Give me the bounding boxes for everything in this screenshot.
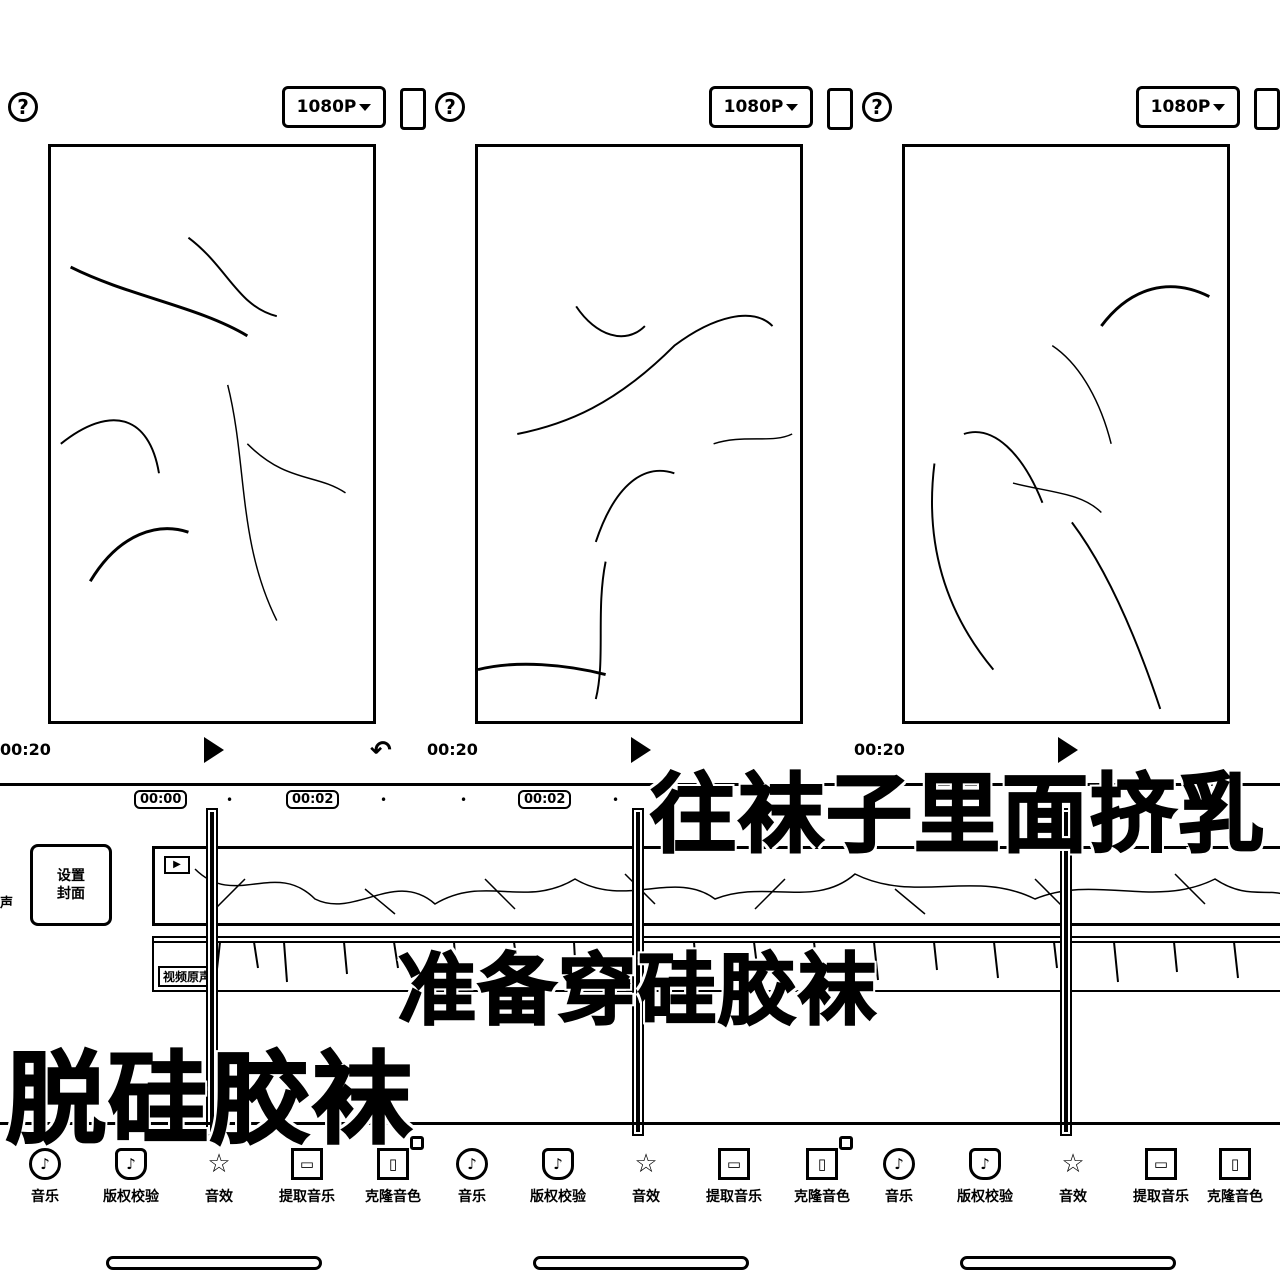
tool-label: 音效 [1059, 1189, 1087, 1205]
tool-music[interactable]: ♪ 音乐 [0, 1148, 90, 1206]
resolution-label: 1080P [1150, 97, 1211, 117]
caption-top: 往袜子里面挤乳 [649, 764, 1266, 866]
editor-panel-3: ? 1080P 00:20 ♪ 音乐 ♪ 版权校验 ☆ 音效 ▭ 提取音乐 ▯ 克隆音色 [854, 0, 1280, 1280]
tool-extract-music[interactable]: ▭ 提取音乐 [262, 1148, 352, 1206]
home-indicator [106, 1256, 322, 1270]
help-icon[interactable]: ? [8, 92, 38, 122]
chevron-down-icon [786, 103, 799, 111]
tool-label: 提取音乐 [706, 1189, 762, 1205]
music-icon: ♪ [883, 1148, 915, 1180]
current-time: 00:20 [427, 740, 478, 759]
playhead[interactable] [1060, 808, 1072, 1136]
tick-dot: • [380, 793, 388, 807]
tool-clone-voice[interactable]: ▯ 克隆音色 [348, 1148, 438, 1206]
music-icon: ♪ [29, 1148, 61, 1180]
tick-dot: • [226, 793, 234, 807]
timeline-tick: 00:00 [134, 790, 188, 809]
home-indicator [960, 1256, 1176, 1270]
video-clip-icon: ▶ [164, 856, 190, 874]
playhead[interactable] [206, 808, 218, 1136]
star-icon: ☆ [634, 1149, 658, 1179]
resolution-label: 1080P [296, 97, 357, 117]
tool-clone-voice[interactable]: ▯ 克隆音色 [777, 1148, 867, 1206]
editor-panel-1: ? 1080P 00:20 ↶ ♪ 音乐 ♪ 版权校验 ☆ 音效 ▭ 提取音乐 ▯ 克隆音… [0, 0, 426, 1280]
chevron-down-icon [1213, 103, 1226, 111]
timeline-tick: 00:02 [286, 790, 340, 809]
tool-music[interactable]: ♪ 音乐 [854, 1148, 944, 1206]
video-preview [902, 144, 1230, 724]
play-icon[interactable] [204, 737, 224, 763]
tool-extract-music[interactable]: ▭ 提取音乐 [1116, 1148, 1206, 1206]
resolution-dropdown[interactable]: 1080P [282, 86, 386, 128]
help-icon[interactable]: ? [435, 92, 465, 122]
clone-icon: ▯ [806, 1148, 838, 1180]
video-frame-sketch [931, 285, 1210, 710]
video-frame-sketch [478, 305, 793, 700]
video-frame-sketch [60, 236, 346, 621]
folder-icon: ▭ [718, 1148, 750, 1180]
tick-dot: • [612, 793, 620, 807]
folder-icon: ▭ [291, 1148, 323, 1180]
video-preview [475, 144, 803, 724]
export-button[interactable] [400, 88, 426, 130]
tool-label: 音效 [205, 1189, 233, 1205]
video-preview [48, 144, 376, 724]
export-button[interactable] [827, 88, 853, 130]
export-button[interactable] [1254, 88, 1280, 130]
tool-label: 音乐 [458, 1189, 486, 1205]
tool-clone-voice[interactable]: ▯ 克隆音色 [1190, 1148, 1280, 1206]
star-icon: ☆ [1061, 1149, 1085, 1179]
undo-icon[interactable]: ↶ [370, 736, 392, 766]
tool-copyright-check[interactable]: ♪ 版权校验 [513, 1148, 603, 1206]
timeline-ruler [0, 783, 1280, 786]
tick-dot: • [460, 793, 468, 807]
editor-panel-2: ? 1080P 00:20 ♪ 音乐 ♪ 版权校验 ☆ 音效 ▭ 提取音乐 ▯ 克隆音色 [427, 0, 853, 1280]
caption-bottom: 脱硅胶袜 [5, 1040, 414, 1159]
tool-label: 提取音乐 [1133, 1189, 1189, 1205]
resolution-dropdown[interactable]: 1080P [709, 86, 813, 128]
tool-label: 提取音乐 [279, 1189, 335, 1205]
set-cover-button[interactable]: 设置 封面 [30, 844, 112, 926]
tool-label: 音效 [632, 1189, 660, 1205]
play-icon[interactable] [1058, 737, 1078, 763]
tool-label: 克隆音色 [1207, 1189, 1263, 1205]
tool-extract-music[interactable]: ▭ 提取音乐 [689, 1148, 779, 1206]
help-icon[interactable]: ? [862, 92, 892, 122]
tool-copyright-check[interactable]: ♪ 版权校验 [86, 1148, 176, 1206]
star-icon: ☆ [207, 1149, 231, 1179]
resolution-label: 1080P [723, 97, 784, 117]
shield-icon: ♪ [969, 1148, 1001, 1180]
caption-middle: 准备穿硅胶袜 [397, 945, 879, 1037]
shield-icon: ♪ [542, 1148, 574, 1180]
clone-icon: ▯ [1219, 1148, 1251, 1180]
music-icon: ♪ [456, 1148, 488, 1180]
tool-music[interactable]: ♪ 音乐 [427, 1148, 517, 1206]
tool-label: 版权校验 [103, 1189, 159, 1205]
folder-icon: ▭ [1145, 1148, 1177, 1180]
clone-icon: ▯ [377, 1148, 409, 1180]
tool-copyright-check[interactable]: ♪ 版权校验 [940, 1148, 1030, 1206]
tool-label: 音乐 [31, 1189, 59, 1205]
tool-label: 版权校验 [957, 1189, 1013, 1205]
timeline-bottom-divider [0, 1122, 1280, 1125]
tool-label: 克隆音色 [794, 1189, 850, 1205]
cover-side-label: 声 [0, 896, 14, 911]
shield-icon: ♪ [115, 1148, 147, 1180]
tool-sound-effects[interactable]: ☆ 音效 [1028, 1148, 1118, 1206]
tool-sound-effects[interactable]: ☆ 音效 [601, 1148, 691, 1206]
play-icon[interactable] [631, 737, 651, 763]
playhead[interactable] [632, 808, 644, 1136]
home-indicator [533, 1256, 749, 1270]
timeline-tick: 00:02 [518, 790, 572, 809]
chevron-down-icon [359, 103, 372, 111]
new-badge [839, 1136, 853, 1150]
current-time: 00:20 [854, 740, 905, 759]
tool-sound-effects[interactable]: ☆ 音效 [174, 1148, 264, 1206]
current-time: 00:20 [0, 740, 51, 759]
tool-label: 克隆音色 [365, 1189, 421, 1205]
tool-label: 音乐 [885, 1189, 913, 1205]
new-badge [410, 1136, 424, 1150]
tool-label: 版权校验 [530, 1189, 586, 1205]
resolution-dropdown[interactable]: 1080P [1136, 86, 1240, 128]
